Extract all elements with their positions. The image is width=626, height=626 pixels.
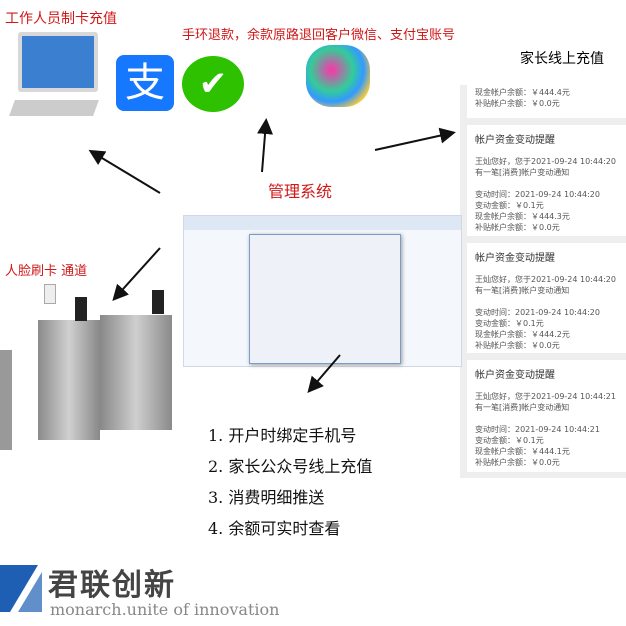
refund-label: 手环退款，余款原路退回客户微信、支付宝账号 (182, 28, 456, 43)
card-msg: 王灿您好，您于2021-09-24 10:44:21 有一笔[消费]帐户变动通知 (475, 392, 616, 412)
logo-name: 君联创新 (48, 568, 176, 603)
wechat-pay-icon: ✔ (182, 56, 244, 112)
system-label: 管理系统 (268, 182, 333, 201)
cash-balance: 现金帐户余额：￥444.4元 (475, 88, 570, 97)
card-amount: 变动金额：￥0.1元 (475, 201, 544, 210)
subsidy-balance: 补贴帐户余额：￥0.0元 (475, 341, 560, 350)
card-title: 帐户资金变动提醒 (475, 253, 555, 264)
turnstile-gate (100, 315, 172, 430)
feature-item: 4. 余额可实时查看 (208, 519, 341, 538)
management-system-screenshot (183, 215, 462, 367)
feature-item: 1. 开户时绑定手机号 (208, 426, 357, 445)
wristband-icon (306, 45, 370, 107)
feature-item: 3. 消费明细推送 (208, 488, 325, 507)
feature-item: 2. 家长公众号线上充值 (208, 457, 373, 476)
subsidy-balance: 补贴帐户余额：￥0.0元 (475, 223, 560, 232)
arrow (257, 118, 274, 173)
card-msg: 王灿您好，您于2021-09-24 10:44:20 有一笔[消费]帐户变动通知 (475, 157, 616, 177)
arrow (374, 127, 456, 151)
subsidy-balance: 补贴帐户余额：￥0.0元 (475, 458, 560, 467)
staff-label: 工作人员制卡充值 (5, 11, 117, 27)
face-terminal-icon (152, 290, 164, 314)
card-time: 变动时间：2021-09-24 10:44:20 (475, 190, 600, 199)
notification-card: 帐户资金变动提醒 王灿您好，您于2021-09-24 10:44:21 有一笔[… (467, 360, 626, 472)
arrow (307, 354, 341, 394)
card-amount: 变动金额：￥0.1元 (475, 319, 544, 328)
logo-slogan: monarch.unite of innovation (50, 600, 280, 619)
turnstile-gate (0, 350, 12, 450)
arrow (88, 149, 161, 194)
turnstile-gate (38, 320, 100, 440)
card-time: 变动时间：2021-09-24 10:44:21 (475, 425, 600, 434)
card-amount: 变动金额：￥0.1元 (475, 436, 544, 445)
face-terminal-icon (75, 297, 87, 321)
cash-balance: 现金帐户余额：￥444.3元 (475, 212, 570, 221)
card-reader-icon (44, 284, 56, 304)
alipay-icon: 支 (116, 55, 174, 111)
card-title: 帐户资金变动提醒 (475, 135, 555, 146)
partial-card: 现金帐户余额：￥444.4元 补贴帐户余额：￥0.0元 (467, 85, 626, 118)
computer-icon (18, 32, 98, 92)
cash-balance: 现金帐户余额：￥444.2元 (475, 330, 570, 339)
card-title: 帐户资金变动提醒 (475, 370, 555, 381)
cash-balance: 现金帐户余额：￥444.1元 (475, 447, 570, 456)
subsidy-balance: 补贴帐户余额：￥0.0元 (475, 99, 560, 108)
card-msg: 王灿您好，您于2021-09-24 10:44:20 有一笔[消费]帐户变动通知 (475, 275, 616, 295)
card-time: 变动时间：2021-09-24 10:44:20 (475, 308, 600, 317)
notification-card: 帐户资金变动提醒 王灿您好，您于2021-09-24 10:44:20 有一笔[… (467, 125, 626, 236)
arrow (112, 247, 161, 301)
parent-label: 家长线上充值 (520, 51, 604, 67)
notification-card: 帐户资金变动提醒 王灿您好，您于2021-09-24 10:44:20 有一笔[… (467, 243, 626, 353)
gate-label: 人脸刷卡 通道 (5, 264, 88, 279)
